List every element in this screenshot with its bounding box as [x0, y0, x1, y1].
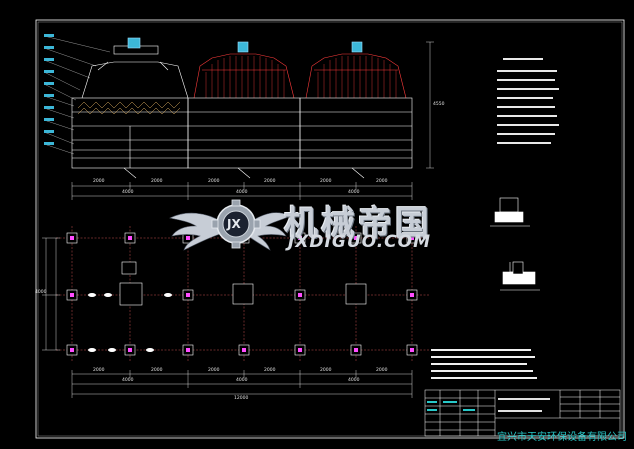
detail-views [490, 197, 540, 291]
watermark-title: 机械帝国 [284, 204, 432, 244]
plan-dimensions [42, 237, 413, 398]
dim-bottom-2: 2000 [151, 368, 163, 373]
dim-top-6: 2000 [376, 179, 388, 184]
dim-bottom-3: 2000 [208, 368, 220, 373]
tower-elevation [43, 34, 434, 200]
title-block-headings [498, 398, 550, 412]
tower-3-casing [299, 97, 413, 179]
plan-column-markers [70, 236, 414, 352]
dim-bottom-4: 2000 [264, 368, 276, 373]
spec-list [497, 58, 559, 144]
callout-leaders [43, 35, 111, 155]
dim-bottom-6: 2000 [376, 368, 388, 373]
tower-1-section [71, 37, 189, 179]
watermark-logo [169, 199, 291, 251]
tower-3-elevation [305, 41, 407, 99]
tower-2-casing [187, 97, 301, 179]
callout-labels [44, 34, 54, 145]
logo-letters: JX [227, 217, 241, 231]
dim-overall: 12000 [234, 396, 249, 401]
dim-bottom-5: 2000 [320, 368, 332, 373]
drawing-frame-inner [37, 21, 623, 437]
dim-top-total-3: 4000 [348, 190, 360, 195]
notes-block [431, 349, 537, 379]
dim-top-3: 2000 [208, 179, 220, 184]
dim-plan-side: 4000 [35, 290, 47, 295]
title-block-cells [427, 401, 475, 411]
title-block [424, 389, 621, 437]
dim-top-5: 2000 [320, 179, 332, 184]
logo-wing-left-icon [169, 212, 223, 251]
foundation-plan [42, 226, 430, 398]
dim-bottom-total-2: 4000 [236, 378, 248, 383]
tower-1-fill-pattern [77, 101, 181, 115]
dim-bottom-1: 2000 [93, 368, 105, 373]
dim-top-total-2: 4000 [236, 190, 248, 195]
watermark-domain: JXDIGUO.COM [288, 232, 432, 252]
dim-top-total-1: 4000 [122, 190, 134, 195]
dim-bottom-total-3: 4000 [348, 378, 360, 383]
dim-top-2: 2000 [151, 179, 163, 184]
plan-pipe-blobs [88, 293, 172, 352]
company-name: 宜兴市天安环保设备有限公司 [497, 432, 627, 443]
dim-bottom-total-1: 4000 [122, 378, 134, 383]
drawing-frame [35, 19, 625, 439]
tower-2-elevation [193, 41, 295, 99]
dim-top-4: 2000 [264, 179, 276, 184]
elevation-dimensions [71, 41, 434, 200]
dim-top-1: 2000 [93, 179, 105, 184]
dim-height: 4550 [433, 102, 445, 107]
